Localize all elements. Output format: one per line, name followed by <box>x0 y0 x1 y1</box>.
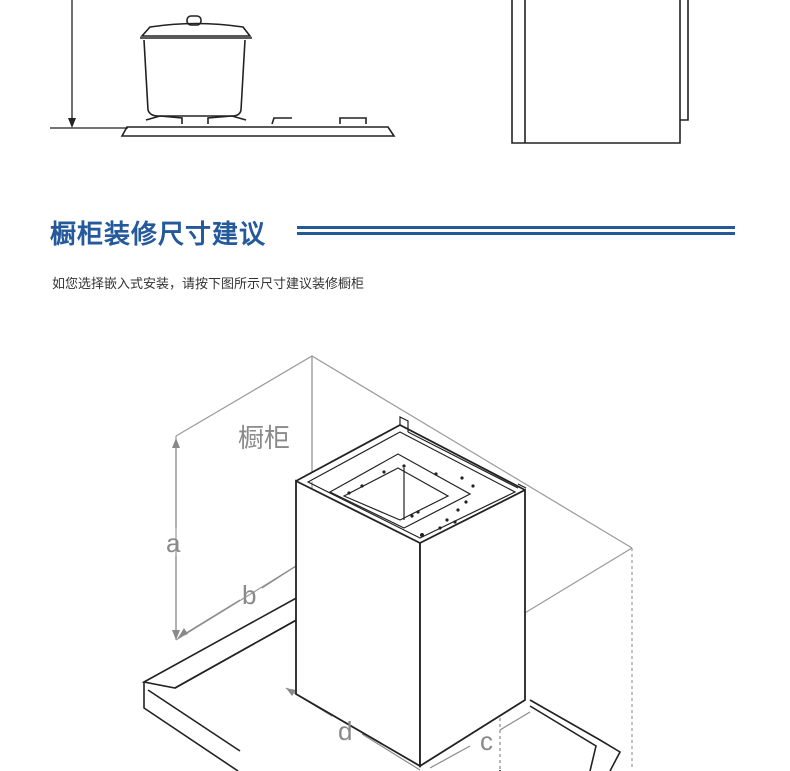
section-title: 橱柜装修尺寸建议 <box>50 219 267 249</box>
title-double-rule <box>297 226 735 236</box>
hood-chimney <box>295 423 526 768</box>
dimension-b-line <box>177 565 297 639</box>
hood-canopy <box>141 594 622 771</box>
mounting-holes <box>347 464 475 537</box>
dimension-a-line <box>172 438 180 640</box>
stovetop-shape <box>120 126 396 137</box>
chimney-top-detail <box>306 416 527 539</box>
dimension-b-label: b <box>242 580 256 610</box>
burner-grate-icon <box>145 115 367 125</box>
side-panel-shape <box>511 0 689 144</box>
dimension-c-label: c <box>480 726 493 756</box>
dimension-a-label: a <box>166 528 181 558</box>
range-hood-diagram: 橱柜 a b d c <box>141 355 633 771</box>
cabinet-label: 橱柜 <box>238 423 290 453</box>
section-subtitle: 如您选择嵌入式安装，请按下图所示尺寸建议装修橱柜 <box>52 276 365 291</box>
dimension-d-label: d <box>338 716 352 746</box>
pot-icon <box>140 15 252 117</box>
dimension-c-line <box>429 628 531 770</box>
stove-and-panel-figure <box>50 0 689 144</box>
